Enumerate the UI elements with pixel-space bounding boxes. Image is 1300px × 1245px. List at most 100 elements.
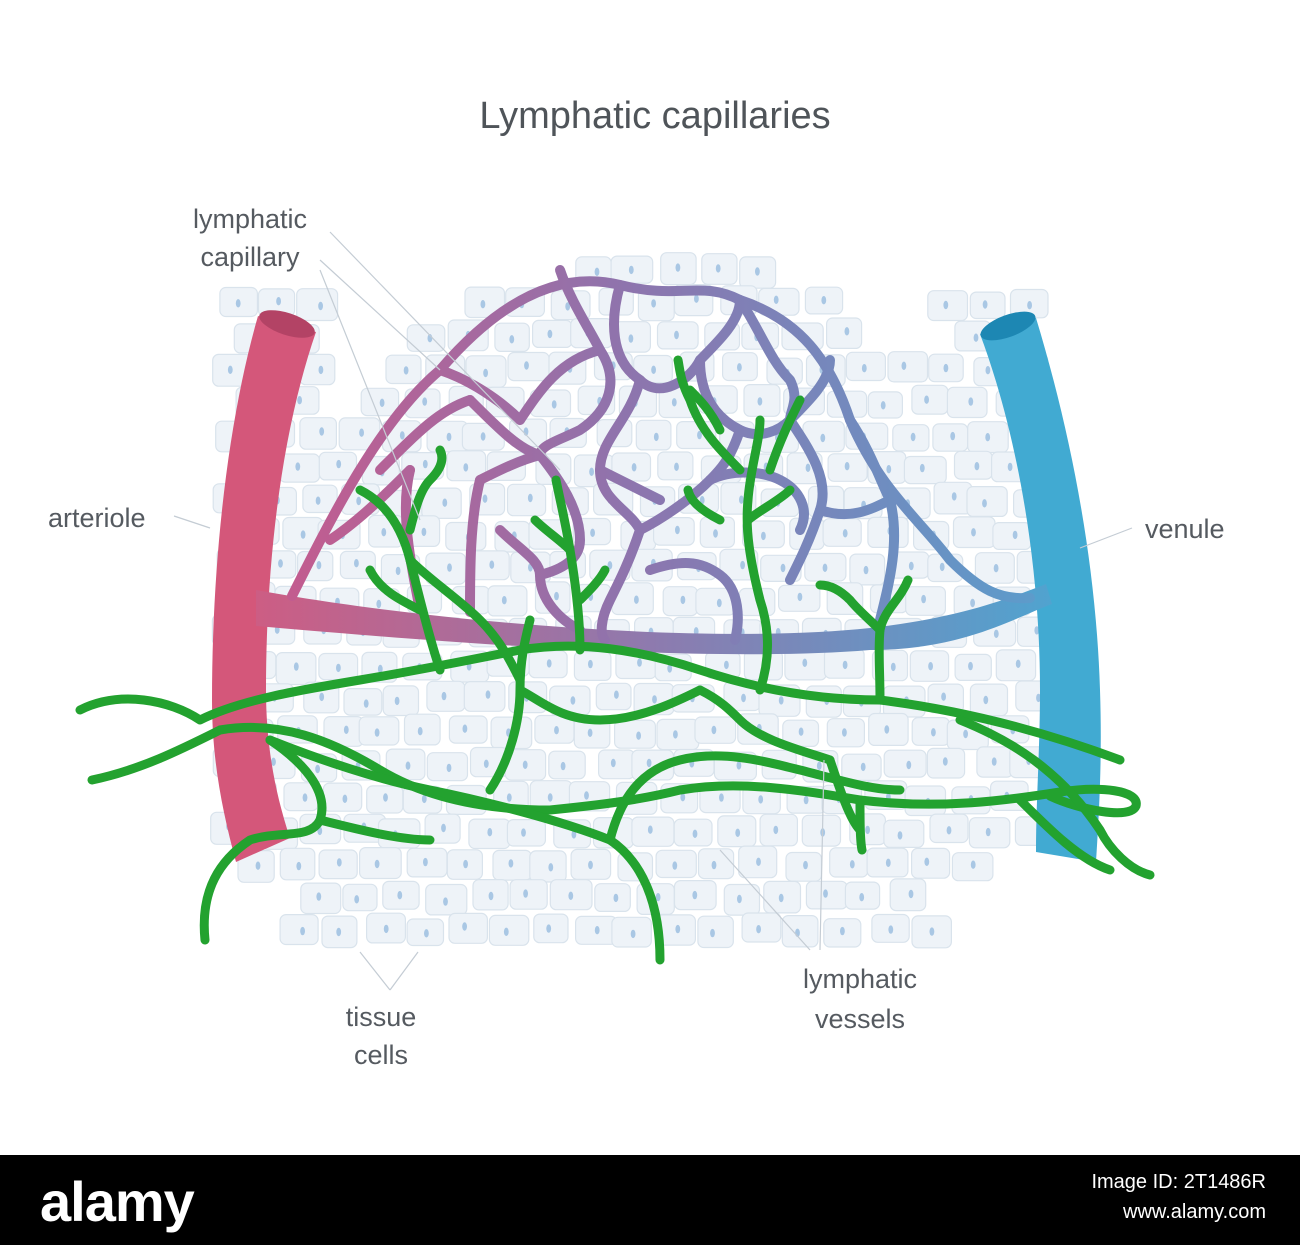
tissue-cell <box>531 319 573 348</box>
cell-nucleus <box>710 928 715 938</box>
cell-nucleus <box>503 927 509 936</box>
cell-nucleus <box>421 527 427 537</box>
cell-nucleus <box>756 857 761 866</box>
cell-nucleus <box>740 560 745 570</box>
tissue-cell <box>697 915 734 949</box>
cell-nucleus <box>674 462 679 471</box>
cell-nucleus <box>798 727 804 736</box>
cell-nucleus <box>446 432 452 442</box>
tissue-cell <box>992 521 1032 550</box>
cell-nucleus <box>594 926 600 935</box>
lymphatic-capillaries-diagram: Lymphatic capillaries lymphatic capillar… <box>48 95 1225 1070</box>
cell-nucleus <box>647 825 653 834</box>
cell-nucleus <box>941 692 946 701</box>
tissue-cell <box>421 487 462 520</box>
cell-nucleus <box>489 560 495 569</box>
cell-nucleus <box>565 302 571 311</box>
cell-nucleus <box>463 463 469 472</box>
tissue-cell <box>299 417 337 450</box>
cell-nucleus <box>296 861 302 871</box>
tissue-cell <box>946 386 988 419</box>
cell-nucleus <box>594 267 600 276</box>
cell-nucleus <box>780 563 786 573</box>
tissue-cell <box>903 455 947 485</box>
cell-nucleus <box>755 267 760 276</box>
cell-nucleus <box>821 296 827 305</box>
cell-nucleus <box>1034 626 1040 635</box>
cell-nucleus <box>443 897 448 906</box>
label-tissue-cells-line2: cells <box>354 1040 408 1070</box>
capillary-bridge <box>256 584 1052 655</box>
tissue-cell <box>889 878 927 912</box>
tissue-cell <box>488 914 530 946</box>
cell-nucleus <box>509 335 515 344</box>
cell-nucleus <box>383 793 388 802</box>
label-lymphatic-vessels-line1: lymphatic <box>803 964 917 994</box>
cell-nucleus <box>546 659 552 668</box>
cell-nucleus <box>463 859 468 869</box>
cell-nucleus <box>756 925 761 934</box>
cell-nucleus <box>924 857 930 866</box>
cell-nucleus <box>888 925 894 934</box>
cell-nucleus <box>897 831 903 840</box>
cell-nucleus <box>890 662 896 672</box>
cell-nucleus <box>405 761 411 770</box>
cell-nucleus <box>554 726 559 735</box>
cell-nucleus <box>235 299 241 308</box>
cell-nucleus <box>823 889 828 898</box>
cell-nucleus <box>381 528 387 537</box>
cell-nucleus <box>483 759 489 768</box>
cell-nucleus <box>293 662 299 671</box>
cell-nucleus <box>674 330 679 340</box>
cell-nucleus <box>985 366 991 375</box>
cell-nucleus <box>506 793 512 802</box>
cell-nucleus <box>336 858 342 867</box>
tissue-cell <box>966 486 1008 518</box>
cell-nucleus <box>636 731 641 740</box>
cell-nucleus <box>844 462 850 471</box>
cell-nucleus <box>548 863 554 872</box>
tissue-cell <box>969 291 1006 320</box>
cell-nucleus <box>778 696 784 705</box>
tissue-cell <box>953 450 993 480</box>
label-arteriole: arteriole <box>48 503 146 533</box>
cell-nucleus <box>860 762 866 772</box>
cell-nucleus <box>480 300 486 309</box>
cell-nucleus <box>886 465 892 474</box>
cell-nucleus <box>302 793 308 802</box>
cell-nucleus <box>699 496 705 505</box>
cell-nucleus <box>634 595 639 604</box>
tissue-cell <box>448 912 489 944</box>
cell-nucleus <box>315 764 320 774</box>
cell-nucleus <box>354 559 359 568</box>
cell-nucleus <box>319 692 325 702</box>
cell-nucleus <box>974 462 980 471</box>
tissue-cell <box>887 351 929 383</box>
cell-nucleus <box>884 725 890 734</box>
tissue-cell <box>529 850 567 883</box>
cell-nucleus <box>584 791 589 800</box>
cell-nucleus <box>485 690 491 699</box>
cell-nucleus <box>735 828 741 837</box>
cell-nucleus <box>651 365 656 374</box>
tissue-cell <box>741 912 782 943</box>
tissue-cell <box>883 819 925 849</box>
cell-nucleus <box>363 699 369 708</box>
cell-nucleus <box>880 401 886 410</box>
cell-nucleus <box>968 397 974 406</box>
cell-nucleus <box>908 561 914 571</box>
cell-nucleus <box>1015 659 1021 668</box>
cell-nucleus <box>628 265 634 275</box>
cell-nucleus <box>803 860 808 870</box>
cell-nucleus <box>271 757 276 766</box>
cell-nucleus <box>982 300 988 309</box>
cell-nucleus <box>336 663 341 673</box>
cell-nucleus <box>354 895 360 904</box>
cell-nucleus <box>968 661 973 671</box>
cell-nucleus <box>383 924 389 934</box>
tissue-cell <box>385 354 422 385</box>
cell-nucleus <box>397 891 403 900</box>
cell-nucleus <box>424 929 429 938</box>
cell-nucleus <box>547 329 553 339</box>
cell-nucleus <box>928 662 933 671</box>
